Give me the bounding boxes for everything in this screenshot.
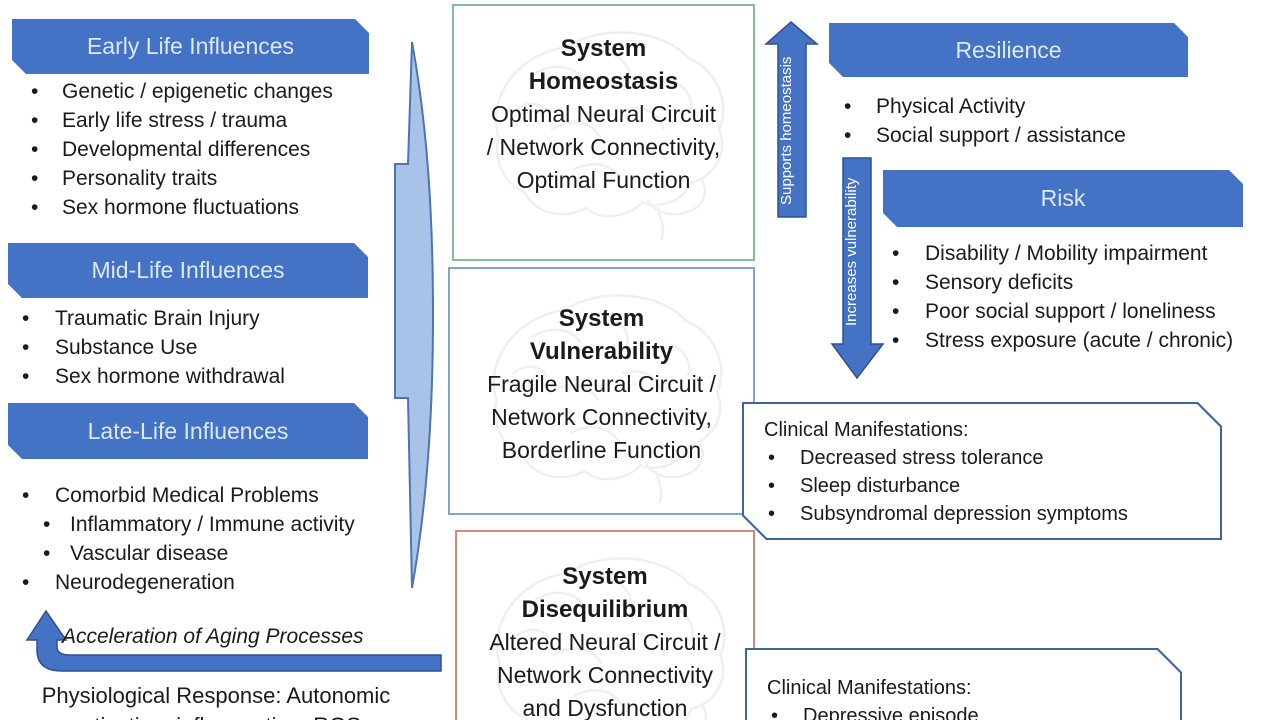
system-disequilibrium-box: System Disequilibrium Altered Neural Cir… [455,530,755,720]
supports-homeostasis-label: Supports homeostasis [778,56,795,206]
box-body-line: / Network Connectivity, [486,134,721,160]
physiological-response-line1: Physiological Response: Autonomic [41,683,391,708]
box-body-line: Network Connectivity, [491,404,712,430]
resilience-header: Resilience [829,23,1188,77]
list-item: Disability / Mobility impairment [892,239,1233,268]
box-body-line: Fragile Neural Circuit / [487,371,716,397]
list-item: Developmental differences [31,135,333,164]
physiological-response-line2: activation, inflammation, RGS [0,711,432,720]
list-item: Traumatic Brain Injury [22,304,285,333]
early-life-influences-list: Genetic / epigenetic changes Early life … [31,77,333,222]
list-item: Physical Activity [844,92,1126,121]
list-item: Sex hormone withdrawal [22,362,285,391]
aging-processes-label: Acceleration of Aging Processes [62,625,364,648]
resilience-list: Physical Activity Social support / assis… [844,92,1126,150]
list-item: Neurodegeneration [22,568,355,597]
influences-brace-arrow [394,41,435,589]
box-title-line: System [558,305,645,332]
list-item: Personality traits [31,164,333,193]
risk-header: Risk [883,170,1243,227]
list-item: Comorbid Medical Problems [22,481,355,510]
list-item: Subsyndromal depression symptoms [744,500,1220,528]
physiological-response-text: Physiological Response: Autonomic activa… [0,681,432,720]
system-vulnerability-box: System Vulnerability Fragile Neural Circ… [448,267,755,515]
box-body-line: Altered Neural Circuit / [489,629,721,655]
list-item: Social support / assistance [844,121,1126,150]
list-item: Poor social support / loneliness [892,297,1233,326]
clinical-manifestations-title: Clinical Manifestations: [764,419,969,441]
clinical-manifestations-list: Depressive episode [747,702,1180,720]
box-body-line: and Dysfunction [522,695,688,720]
box-body-line: Borderline Function [501,437,702,463]
list-item: Stress exposure (acute / chronic) [892,326,1233,355]
list-item: Genetic / epigenetic changes [31,77,333,106]
early-life-influences-header: Early Life Influences [12,19,369,74]
late-life-influences-header: Late-Life Influences [8,403,368,459]
box-body-line: Optimal Neural Circuit [491,101,716,127]
increases-vulnerability-label: Increases vulnerability [843,177,860,327]
risk-list: Disability / Mobility impairment Sensory… [892,239,1233,355]
list-item: Substance Use [22,333,285,362]
list-item: Vascular disease [22,539,355,568]
box-title-line: System [560,35,647,62]
system-homeostasis-box: System Homeostasis Optimal Neural Circui… [452,4,755,261]
box-title-line: Vulnerability [529,338,674,365]
late-life-influences-list: Comorbid Medical Problems Inflammatory /… [22,481,355,597]
box-title-line: System [562,563,648,590]
list-item: Decreased stress tolerance [744,444,1220,472]
list-item: Sleep disturbance [744,472,1220,500]
clinical-manifestations-list: Decreased stress tolerance Sleep disturb… [744,444,1220,528]
list-item: Depressive episode [747,702,1180,720]
clinical-manifestations-title: Clinical Manifestations: [767,677,972,699]
box-title-line: Homeostasis [528,68,679,95]
box-title-line: Disequilibrium [521,596,689,623]
mid-life-influences-list: Traumatic Brain Injury Substance Use Sex… [22,304,285,391]
list-item: Early life stress / trauma [31,106,333,135]
box-body-line: Network Connectivity [496,662,714,688]
clinical-manifestations-box-vulnerability: Clinical Manifestations: Decreased stres… [742,402,1222,540]
mid-life-influences-header: Mid-Life Influences [8,243,368,298]
list-item: Sensory deficits [892,268,1233,297]
box-body-line: Optimal Function [516,167,691,193]
list-item: Inflammatory / Immune activity [22,510,355,539]
list-item: Sex hormone fluctuations [31,193,333,222]
clinical-manifestations-box-disequilibrium: Clinical Manifestations: Depressive epis… [745,648,1182,720]
